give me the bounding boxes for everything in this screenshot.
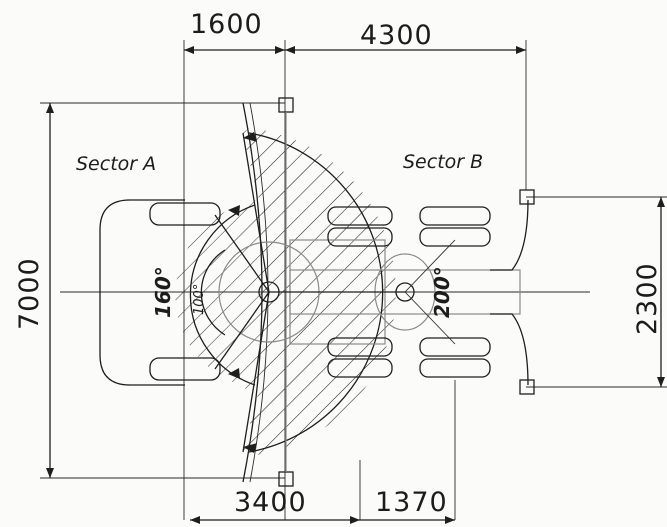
- dim-bottom-left: 3400: [234, 487, 307, 518]
- dim-right-height: 2300: [632, 262, 663, 335]
- sector-b-label: Sector B: [403, 151, 483, 173]
- angle-a-inner: 100°: [192, 284, 207, 315]
- arrow-head-top: [243, 132, 257, 142]
- arrow-head-a-top: [228, 205, 240, 216]
- sector-a-label: Sector A: [76, 153, 156, 175]
- arrow-head-bottom: [243, 443, 257, 453]
- extension-lines: [40, 40, 667, 520]
- angle-lines: [200, 132, 456, 453]
- angle-a-outer: 160°: [151, 266, 175, 318]
- machine-outline: [99, 97, 535, 487]
- angle-b: 200°: [430, 266, 454, 318]
- dimension-lines: [46, 46, 665, 524]
- dim-top-right: 4300: [360, 20, 433, 51]
- dim-left-height: 7000: [14, 257, 45, 330]
- arrow-head-a-bottom: [228, 368, 240, 379]
- dim-bottom-right: 1370: [375, 487, 448, 518]
- dim-top-left: 1600: [190, 9, 263, 40]
